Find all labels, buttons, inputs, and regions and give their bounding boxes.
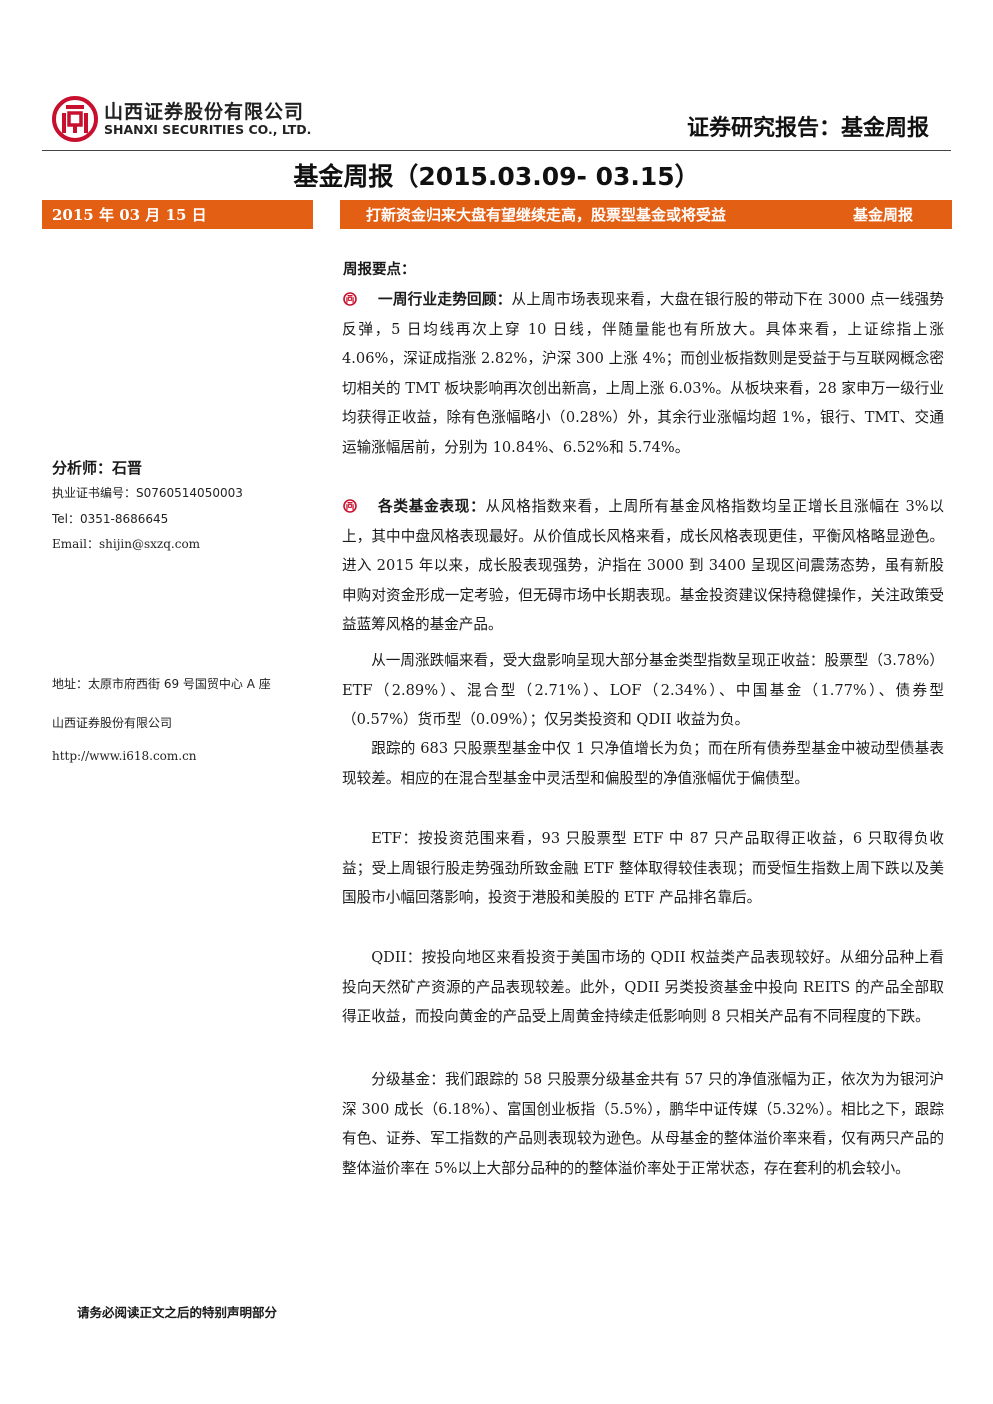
paragraph-etf: ETF：按投资范围来看，93 只股票型 ETF 中 87 只产品取得正收益，6 … xyxy=(342,830,944,906)
headline-banner xyxy=(340,200,952,229)
paragraph-stock-funds: 跟踪的 683 只股票型基金中仅 1 只净值增长为负；而在所有债券型基金中被动型… xyxy=(342,740,944,787)
analyst-certificate: 执业证书编号：S0760514050003 xyxy=(52,486,243,500)
company-logo-icon xyxy=(52,96,98,142)
paragraph-qdii: QDII：按投向地区来看投资于美国市场的 QDII 权益类产品表现较好。从细分品… xyxy=(342,949,944,1025)
bullet-fund-performance-text: 从风格指数来看，上周所有基金风格指数均呈正增长且涨幅在 3%以上，其中中盘风格表… xyxy=(342,498,944,633)
bullet-fund-performance: 各类基金表现：从风格指数来看，上周所有基金风格指数均呈正增长且涨幅在 3%以上，… xyxy=(342,492,944,640)
bullet-emblem-icon xyxy=(343,292,357,306)
report-category-tag: 基金周报 xyxy=(853,206,914,224)
company-address: 地址：太原市府西街 69 号国贸中心 A 座 xyxy=(52,677,271,691)
report-date: 2015 年 03 月 15 日 xyxy=(52,206,207,224)
date-banner xyxy=(42,200,313,229)
report-headline: 打新资金归来大盘有望继续走高，股票型基金或将受益 xyxy=(366,206,727,224)
company-name-cn: 山西证券股份有限公司 xyxy=(104,101,305,123)
key-points-heading: 周报要点： xyxy=(343,262,416,278)
bullet-weekly-review-title: 一周行业走势回顾： xyxy=(378,291,512,308)
company-website-link[interactable]: http://www.i618.com.cn xyxy=(52,749,197,763)
page-title: 基金周报（2015.03.09- 03.15） xyxy=(293,162,700,191)
paragraph-graded-funds: 分级基金：我们跟踪的 58 只股票分级基金共有 57 只的净值涨幅为正，依次为为… xyxy=(342,1071,944,1177)
report-type-label: 证券研究报告：基金周报 xyxy=(686,116,929,141)
company-name-footer: 山西证券股份有限公司 xyxy=(52,716,173,730)
bullet-weekly-review: 一周行业走势回顾：从上周市场表现来看，大盘在银行股的带动下在 3000 点一线强… xyxy=(342,285,944,462)
header-divider xyxy=(42,150,951,151)
disclaimer-note: 请务必阅读正文之后的特别声明部分 xyxy=(77,1305,278,1320)
bullet-fund-performance-title: 各类基金表现： xyxy=(378,498,486,515)
analyst-phone: Tel：0351-8686645 xyxy=(52,512,169,526)
analyst-email: Email：shijin@sxzq.com xyxy=(52,537,201,551)
paragraph-weekly-change: 从一周涨跌幅来看，受大盘影响呈现大部分基金类型指数呈现正收益：股票型（3.78%… xyxy=(342,652,944,728)
analyst-name: 分析师：石晋 xyxy=(52,459,143,477)
bullet-weekly-review-text: 从上周市场表现来看，大盘在银行股的带动下在 3000 点一线强势反弹，5 日均线… xyxy=(342,291,944,456)
company-name-en: SHANXI SECURITIES CO., LTD. xyxy=(104,122,312,137)
bullet-emblem-icon xyxy=(343,499,357,513)
